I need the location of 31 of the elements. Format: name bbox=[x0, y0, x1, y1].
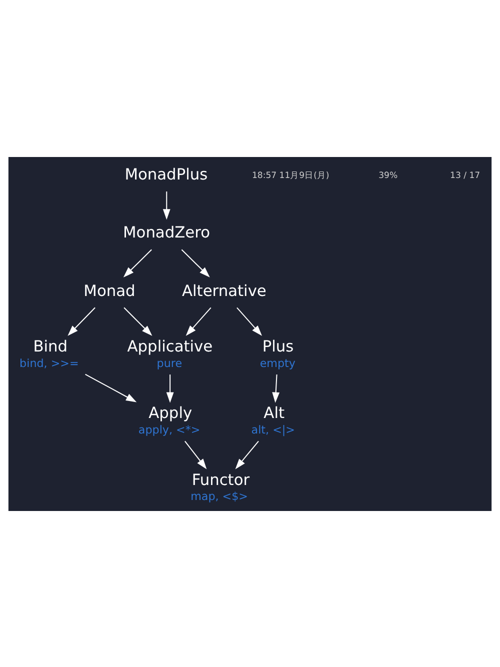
arrow bbox=[85, 373, 137, 402]
label: 39% bbox=[378, 170, 398, 180]
arrow bbox=[186, 306, 212, 336]
arrow bbox=[235, 440, 259, 469]
node-text: Apply bbox=[148, 404, 192, 422]
arrow bbox=[162, 191, 170, 220]
node-text: Alt bbox=[264, 404, 285, 422]
arrow bbox=[123, 248, 152, 277]
node-text: MonadPlus bbox=[124, 165, 208, 184]
arrow bbox=[181, 248, 210, 277]
arrow bbox=[236, 306, 262, 336]
node-label: pure bbox=[156, 356, 182, 370]
node-label: bind, >>= bbox=[20, 356, 79, 370]
arrow bbox=[166, 374, 174, 402]
node-text: Alternative bbox=[182, 281, 266, 300]
node-text: Plus bbox=[262, 336, 294, 355]
arrow bbox=[272, 374, 280, 402]
node-text: Bind bbox=[33, 336, 68, 355]
node-label: apply, <*> bbox=[138, 423, 200, 436]
arrow bbox=[68, 306, 96, 336]
label: 13 / 17 bbox=[450, 170, 480, 180]
node-label: map, <$> bbox=[190, 490, 248, 503]
node-label: alt, <|> bbox=[251, 423, 295, 436]
arrow bbox=[184, 440, 207, 469]
node-text: Applicative bbox=[127, 336, 213, 355]
node-text: MonadZero bbox=[123, 223, 210, 242]
node-text: Functor bbox=[192, 470, 250, 488]
node-text: Monad bbox=[84, 281, 136, 300]
label: 18:57 11月9日(月) bbox=[252, 170, 330, 180]
arrow bbox=[124, 306, 152, 336]
node-label: empty bbox=[260, 356, 296, 370]
